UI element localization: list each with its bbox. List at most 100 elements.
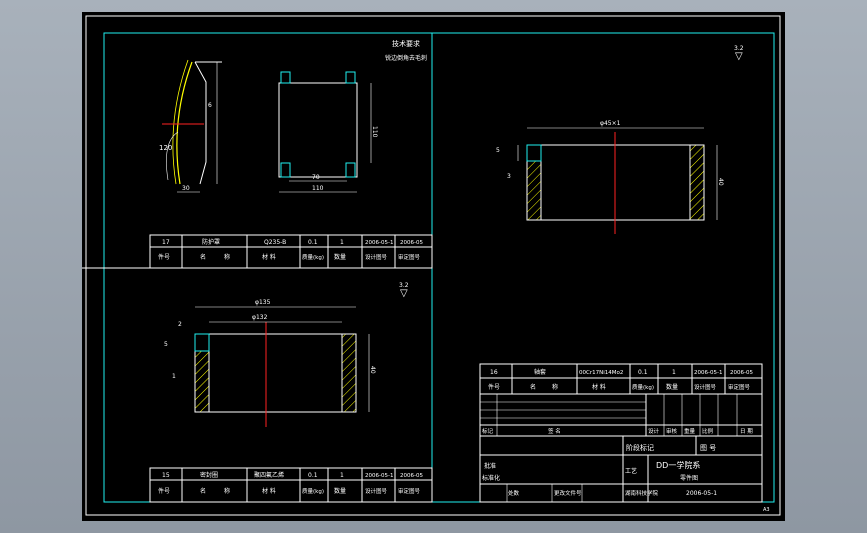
part2-roughness: 3.2 xyxy=(734,45,744,52)
part3-dim-dia1: φ135 xyxy=(255,299,271,306)
tb-h-7: 审定图号 xyxy=(728,383,751,391)
part1-dim-30: 30 xyxy=(182,185,190,192)
tb-h-5: 数量 xyxy=(666,383,678,391)
part1-note-line1: 技术要求 xyxy=(392,39,420,48)
p3-h-4: 质量(kg) xyxy=(302,487,324,495)
tb-process: 工艺 xyxy=(625,467,637,475)
tb-cell-5: 2006-05-1 xyxy=(694,370,722,376)
part3-dim-dia2: φ132 xyxy=(252,314,268,321)
part2-dim-5: 5 xyxy=(496,147,500,154)
tb-date: 2006-05-1 xyxy=(686,490,717,497)
part1-lug-br xyxy=(345,162,356,178)
tb-standard: 标准化 xyxy=(482,474,500,482)
part3-dim-1: 1 xyxy=(172,373,176,380)
part1-dim-110v: 110 xyxy=(371,126,378,138)
tb-h-2: 称 xyxy=(552,383,558,391)
part1-front-body xyxy=(278,82,358,178)
part2-view: 3.2 ▽ φ45×1 5 3 40 xyxy=(496,45,744,234)
corner-mark: A3 xyxy=(763,507,770,513)
p1-cell-4: 1 xyxy=(340,239,344,246)
tb-h-1: 名 xyxy=(530,383,536,391)
tb-design: 设计 xyxy=(648,427,660,435)
tb-weight: 重量 xyxy=(684,427,696,435)
tb-drawing-name: 零件图 xyxy=(680,474,698,482)
p3-cell-6: 2006-05 xyxy=(400,473,423,479)
title-block: 16 轴套 00Cr17Ni14Mo2 0.1 1 2006-05-1 2006… xyxy=(479,363,763,503)
part3-view: 3.2 ▽ φ135 φ132 2 5 1 40 15 密封圈 聚四氟乙烯 0. xyxy=(149,282,433,503)
tb-stage: 阶段标记 xyxy=(626,443,654,452)
cad-drawing-canvas[interactable]: 技术要求 锐边倒角去毛刺 6 120 30 110 70 110 xyxy=(82,12,785,521)
part2-dim-40: 40 xyxy=(717,178,724,186)
tb-h-6: 设计图号 xyxy=(694,383,717,391)
tb-h-3: 材 料 xyxy=(592,383,606,391)
part2-dim-3: 3 xyxy=(507,173,511,180)
part3-groove xyxy=(194,333,210,352)
p3-h-2: 称 xyxy=(224,487,230,495)
p3-cell-1: 密封圈 xyxy=(200,471,218,479)
part1-lug-bl xyxy=(280,162,291,178)
part1-table: 17 防护罩 Q235-B 0.1 1 2006-05-1 2006-05 件号… xyxy=(149,234,433,269)
tb-company: DD一学院系 xyxy=(656,460,700,470)
tb-cell-1: 轴套 xyxy=(534,368,546,376)
part1-lug-tl xyxy=(280,71,291,84)
p3-cell-4: 1 xyxy=(340,472,344,479)
tb-change-label: 更改文件号 xyxy=(554,489,582,497)
p1-cell-6: 2006-05 xyxy=(400,240,423,246)
p1-h-1: 名 xyxy=(200,253,206,261)
part1-note-line2: 锐边倒角去毛刺 xyxy=(385,54,427,62)
part2-surface-symbol: ▽ xyxy=(735,51,743,62)
part1-lug-tr xyxy=(345,71,356,84)
p1-h-3: 材 料 xyxy=(262,253,276,261)
part1-profile xyxy=(194,61,207,185)
tb-cell-3: 0.1 xyxy=(638,369,648,376)
p3-h-0: 件号 xyxy=(158,487,170,495)
tb-sign-label: 签 名 xyxy=(548,427,561,435)
tb-date-label: 日 期 xyxy=(740,428,753,435)
p3-h-5: 数量 xyxy=(334,487,346,495)
p1-cell-1: 防护罩 xyxy=(202,238,220,246)
part1-dim-6: 6 xyxy=(208,102,212,109)
tb-school: 湖南科技学院 xyxy=(625,489,659,497)
p1-h-6: 设计图号 xyxy=(365,253,388,261)
p3-h-7: 审定图号 xyxy=(398,487,421,495)
tb-cell-2: 00Cr17Ni14Mo2 xyxy=(579,370,623,376)
part3-dim-40: 40 xyxy=(369,366,376,374)
p1-h-7: 审定图号 xyxy=(398,253,421,261)
part3-hatch-right xyxy=(341,333,357,413)
part3-dim-2: 2 xyxy=(178,321,182,328)
tb-ratio: 比例 xyxy=(702,427,714,435)
p3-h-1: 名 xyxy=(200,487,206,495)
tb-cell-4: 1 xyxy=(672,369,676,376)
part1-dim-r120: 120 xyxy=(159,144,172,152)
p3-cell-5: 2006-05-1 xyxy=(365,473,393,479)
part3-surface-symbol: ▽ xyxy=(400,288,408,299)
p1-h-5: 数量 xyxy=(334,253,346,261)
tb-approve: 批准 xyxy=(484,462,496,470)
tb-drawing-no: 图 号 xyxy=(700,444,716,452)
p1-h-0: 件号 xyxy=(158,253,170,261)
p1-h-4: 质量(kg) xyxy=(302,253,324,261)
part3-table: 15 密封圈 聚四氟乙烯 0.1 1 2006-05-1 2006-05 件号 … xyxy=(149,467,433,503)
tb-h-0: 件号 xyxy=(488,383,500,391)
p3-h-6: 设计图号 xyxy=(365,487,388,495)
p1-cell-5: 2006-05-1 xyxy=(365,240,393,246)
part1-views: 技术要求 锐边倒角去毛刺 6 120 30 110 70 110 xyxy=(149,39,433,269)
p1-cell-3: 0.1 xyxy=(308,239,318,246)
outer-frame xyxy=(85,15,781,516)
part1-radius-leader xyxy=(166,131,179,181)
part1-dim-70: 70 xyxy=(312,174,320,181)
part3-body xyxy=(194,333,357,413)
part2-dim-dia: φ45×1 xyxy=(600,120,621,127)
p3-cell-2: 聚四氟乙烯 xyxy=(254,471,284,479)
p1-cell-0: 17 xyxy=(162,239,170,246)
tb-mod-label: 标记 xyxy=(482,427,494,435)
tb-cell-0: 16 xyxy=(490,369,498,376)
part2-hatch-right xyxy=(689,144,705,221)
part3-dim-5: 5 xyxy=(164,341,168,348)
p1-cell-2: Q235-B xyxy=(264,239,286,246)
p1-h-2: 称 xyxy=(224,253,230,261)
part1-curve-outer xyxy=(176,61,193,185)
p3-h-3: 材 料 xyxy=(262,487,276,495)
tb-count-label: 处数 xyxy=(508,489,520,497)
tb-cell-6: 2006-05 xyxy=(730,370,753,376)
